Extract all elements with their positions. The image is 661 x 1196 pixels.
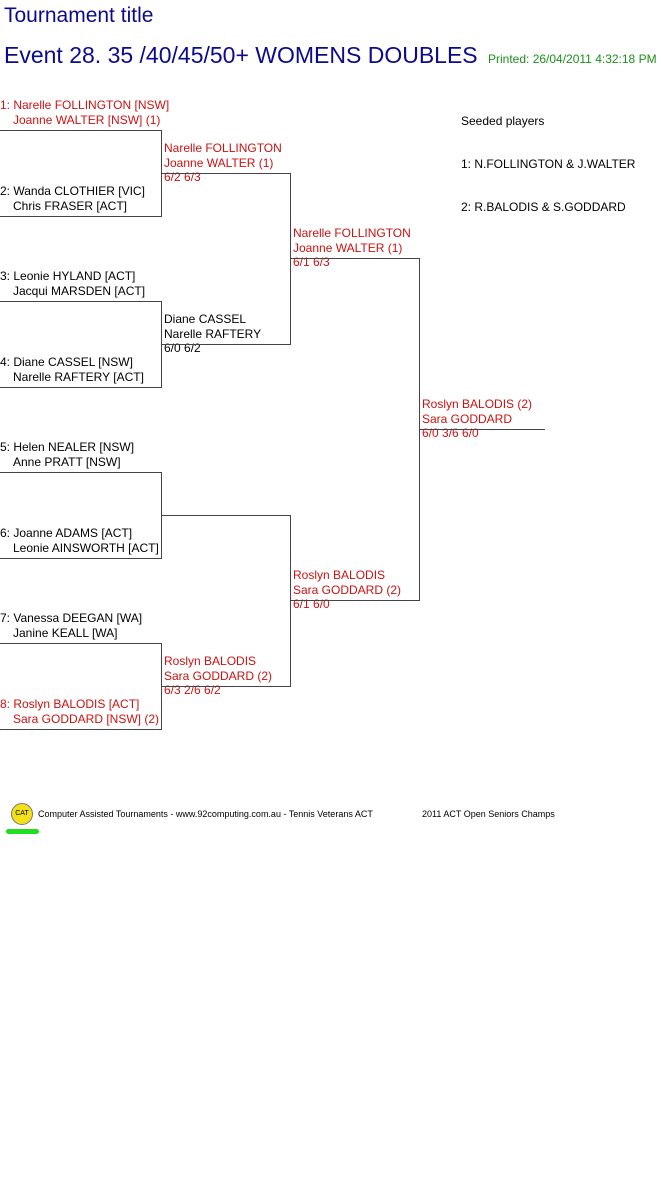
draw-entry-line2: Sara GODDARD (2) <box>293 583 402 598</box>
logo-underline <box>6 829 39 834</box>
draw-entry-line2: Joanne WALTER [NSW] (1) <box>13 113 161 127</box>
draw-line <box>161 685 290 687</box>
draw-entry-line2: Joanne WALTER (1) <box>293 241 403 256</box>
draw-entry-line1: 7: Vanessa DEEGAN [WA] <box>0 611 143 625</box>
draw-entry-line2: Narelle RAFTERY <box>164 326 262 341</box>
seeded-player-1: 1: N.FOLLINGTON & J.WALTER <box>461 157 636 171</box>
draw-entry-line2: Sara GODDARD (2) <box>164 668 273 683</box>
draw-entry-line1: Roslyn BALODIS <box>293 568 386 583</box>
draw-line <box>161 343 290 345</box>
cat-logo-icon: CAT <box>11 803 33 825</box>
draw-entry-line2: Sara GODDARD [NSW] (2) <box>13 711 160 726</box>
draw-entry-line1: 8: Roslyn BALODIS [ACT] <box>0 696 140 711</box>
draw-entry-line1: Diane CASSEL <box>164 311 247 326</box>
winner-line1: Roslyn BALODIS (2) <box>422 397 533 412</box>
draw-line <box>0 386 161 388</box>
seeded-player-2: 2: R.BALODIS & S.GODDARD <box>461 200 626 214</box>
winner-line2: Sara GODDARD <box>422 412 513 427</box>
draw-entry-line1: 6: Joanne ADAMS [ACT] <box>0 525 133 540</box>
draw-line <box>0 215 161 217</box>
draw-entry-line2: Jacqui MARSDEN [ACT] <box>13 284 146 298</box>
draw-entry-line2: Leonie AINSWORTH [ACT] <box>13 540 159 555</box>
printed-timestamp: Printed: 26/04/2011 4:32:18 PM <box>488 52 657 66</box>
draw-entry-line1: 5: Helen NEALER [NSW] <box>0 440 135 454</box>
draw-line <box>0 557 161 559</box>
event-title: Event 28. 35 /40/45/50+ WOMENS DOUBLES <box>4 42 478 68</box>
draw-line <box>419 429 545 431</box>
draw-entry-line2: Anne PRATT [NSW] <box>13 455 121 469</box>
footer-credit: Computer Assisted Tournaments - www.92co… <box>38 809 373 819</box>
draw-entry-line1: 2: Wanda CLOTHIER [VIC] <box>0 183 145 198</box>
footer-event-name: 2011 ACT Open Seniors Champs <box>422 809 555 819</box>
draw-entry-line2: Joanne WALTER (1) <box>164 155 274 170</box>
draw-line <box>0 728 161 730</box>
draw-line <box>161 514 290 516</box>
draw-line <box>290 600 419 602</box>
draw-line <box>290 258 419 260</box>
tournament-title: Tournament title <box>4 4 154 27</box>
draw-line <box>0 643 161 644</box>
draw-line <box>0 472 161 473</box>
draw-line <box>0 130 161 131</box>
draw-entry-line2: Chris FRASER [ACT] <box>13 198 128 213</box>
draw-line <box>0 301 161 302</box>
seeded-players-heading: Seeded players <box>461 114 545 128</box>
draw-entry-line1: 4: Diane CASSEL [NSW] <box>0 354 133 369</box>
draw-line <box>161 172 290 174</box>
draw-entry-line2: Janine KEALL [WA] <box>13 626 118 640</box>
draw-entry-line1: 1: Narelle FOLLINGTON [NSW] <box>0 98 170 112</box>
draw-entry-line1: 3: Leonie HYLAND [ACT] <box>0 269 136 283</box>
draw-entry-line1: Roslyn BALODIS <box>164 653 257 668</box>
draw-entry-line1: Narelle FOLLINGTON <box>164 140 282 155</box>
draw-entry-line2: Narelle RAFTERY [ACT] <box>13 369 144 384</box>
draw-entry-line1: Narelle FOLLINGTON <box>293 226 411 241</box>
